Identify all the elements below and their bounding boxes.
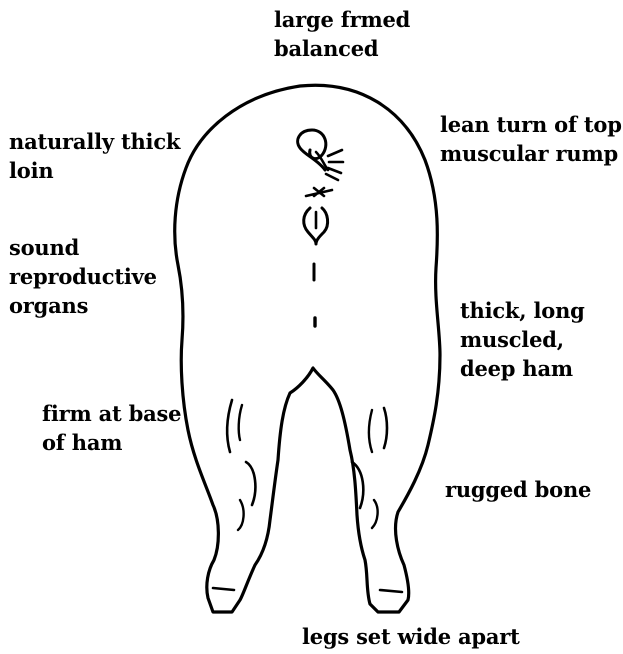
label-line: naturally thick: [9, 127, 180, 156]
label-line: muscular rump: [440, 139, 622, 168]
label-line: organs: [9, 291, 157, 320]
label-line: thick, long: [460, 296, 585, 325]
label-rugged-bone: rugged bone: [445, 475, 591, 504]
label-firm-base-of-ham: firm at base of ham: [42, 399, 181, 457]
right-hoof-line: [380, 590, 402, 592]
label-line: balanced: [274, 34, 410, 63]
label-sound-reproductive-organs: sound reproductive organs: [9, 233, 157, 320]
label-large-framed-balanced: large frmed balanced: [274, 5, 410, 63]
label-line: muscled,: [460, 325, 585, 354]
anus-mark: [306, 188, 332, 196]
label-line: sound: [9, 233, 157, 262]
label-line: large frmed: [274, 5, 410, 34]
label-line: loin: [9, 156, 180, 185]
left-dewclaw: [246, 462, 255, 505]
right-ham-line-2: [384, 408, 387, 448]
label-legs-set-wide-apart: legs set wide apart: [302, 622, 520, 651]
right-ham-line-1: [369, 410, 372, 452]
left-ham-line-1: [227, 400, 232, 452]
label-line: deep ham: [460, 354, 585, 383]
label-line: firm at base: [42, 399, 181, 428]
right-dewclaw-2: [372, 500, 378, 528]
label-lean-turn-muscular-rump: lean turn of top muscular rump: [440, 110, 622, 168]
label-line: reproductive: [9, 262, 157, 291]
label-line: of ham: [42, 428, 181, 457]
tail-curl: [298, 130, 326, 170]
body-outline: [175, 85, 440, 612]
label-line: lean turn of top: [440, 110, 622, 139]
left-dewclaw-2: [238, 500, 244, 530]
label-line: rugged bone: [445, 475, 591, 504]
left-hoof-line: [213, 588, 234, 590]
label-naturally-thick-loin: naturally thick loin: [9, 127, 180, 185]
left-ham-line-2: [239, 405, 242, 440]
label-thick-long-deep-ham: thick, long muscled, deep ham: [460, 296, 585, 383]
label-line: legs set wide apart: [302, 622, 520, 651]
tail-tuft: [326, 150, 343, 180]
